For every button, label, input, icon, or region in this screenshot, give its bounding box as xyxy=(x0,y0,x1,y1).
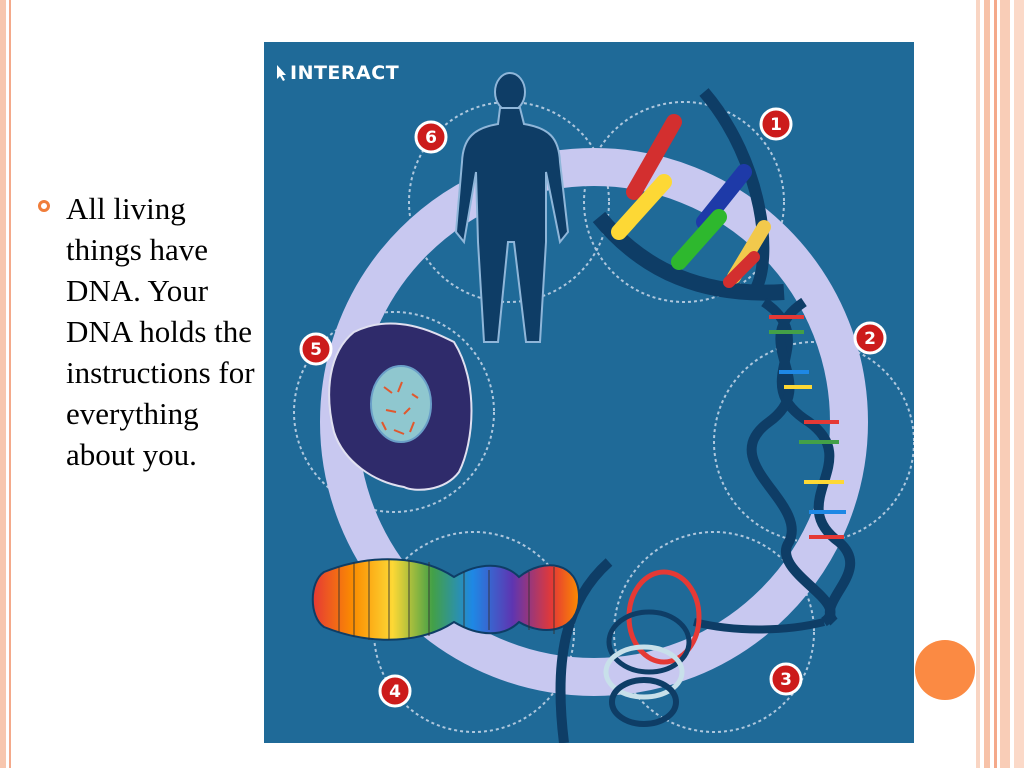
step-marker-4: 4 xyxy=(378,674,412,708)
step-marker-6: 6 xyxy=(414,120,448,154)
step-marker-5: 5 xyxy=(299,332,333,366)
cursor-arrow-icon xyxy=(276,64,288,82)
nucleus xyxy=(370,365,432,443)
svg-text:2: 2 xyxy=(864,329,876,349)
dna-cycle-illustration: 1 2 3 4 5 6 xyxy=(293,72,914,743)
chromosome xyxy=(311,558,581,641)
bullet-icon xyxy=(38,200,50,212)
right-decorative-border xyxy=(976,0,1024,768)
svg-text:4: 4 xyxy=(389,682,401,702)
decorative-orange-circle xyxy=(915,640,975,700)
svg-text:1: 1 xyxy=(770,115,782,135)
bullet-text: All living things have DNA. Your DNA hol… xyxy=(66,191,255,472)
step-marker-2: 2 xyxy=(853,321,887,355)
interact-button[interactable]: INTERACT xyxy=(276,62,399,84)
human-silhouette xyxy=(454,72,570,343)
svg-text:3: 3 xyxy=(780,670,792,690)
double-helix xyxy=(746,297,856,627)
dna-ladder xyxy=(592,88,785,301)
cell xyxy=(328,322,473,491)
left-decorative-border xyxy=(0,0,14,768)
svg-text:6: 6 xyxy=(425,128,437,148)
step-markers: 1 2 3 4 5 6 xyxy=(299,107,887,708)
step-marker-3: 3 xyxy=(769,662,803,696)
coiled-chromatin xyxy=(555,558,825,743)
svg-text:5: 5 xyxy=(310,340,322,360)
dna-cycle-diagram[interactable]: 1 2 3 4 5 6 INTERACT xyxy=(264,42,914,743)
step-marker-1: 1 xyxy=(759,107,793,141)
interact-label: INTERACT xyxy=(290,62,400,84)
